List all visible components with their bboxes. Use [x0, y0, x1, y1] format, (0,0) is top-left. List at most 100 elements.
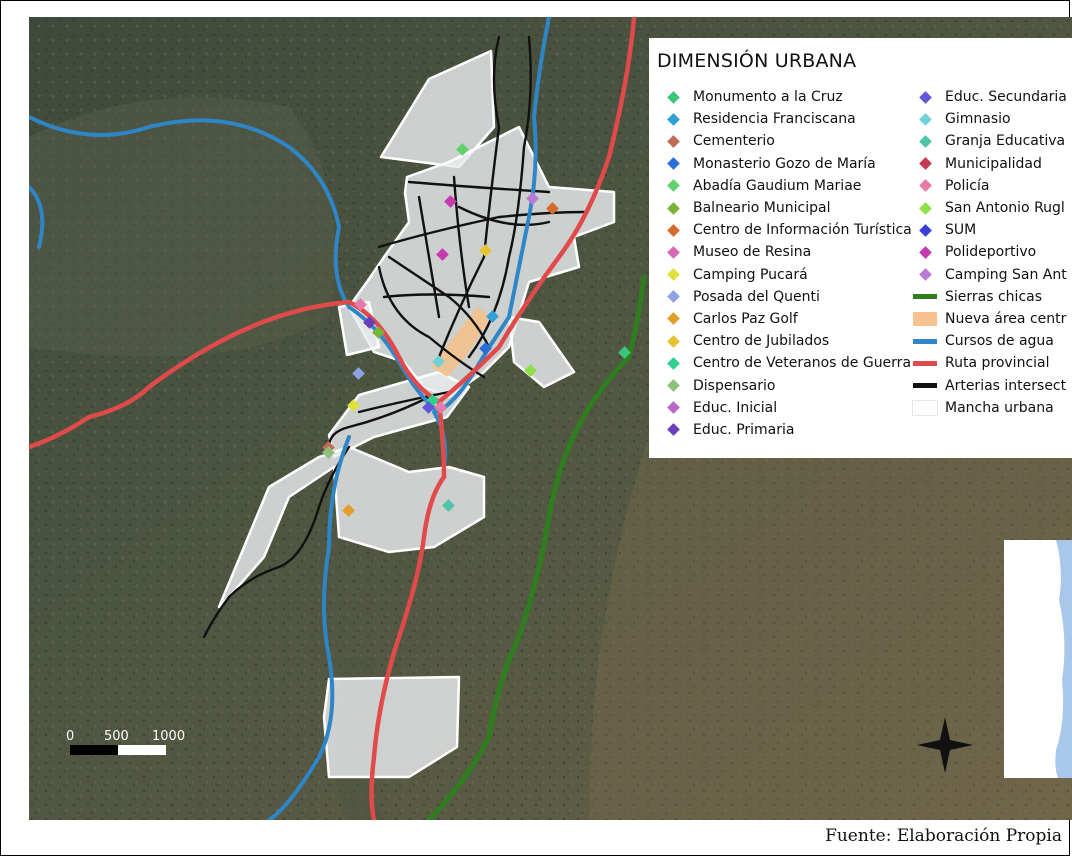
diamond-marker-icon	[659, 334, 687, 348]
legend-item-educ-primaria: Educ. Primaria	[659, 419, 912, 441]
diamond-marker-icon	[659, 401, 687, 415]
legend-item-label: SUM	[945, 222, 977, 239]
legend-item-label: Educ. Secundaria	[945, 89, 1067, 106]
diamond-marker-icon	[911, 134, 939, 148]
poi-polideportivo-2[interactable]	[436, 248, 449, 261]
legend-item-posada-del-quenti: Posada del Quenti	[659, 286, 912, 308]
diamond-marker-icon	[659, 356, 687, 370]
poi-posada[interactable]	[352, 367, 365, 380]
legend-item-label: Monasterio Gozo de María	[693, 155, 876, 172]
poi-educ-secundaria[interactable]	[422, 401, 435, 414]
legend-item-label: Residencia Franciscana	[693, 111, 856, 128]
legend-item-polideportivo: Polideportivo	[911, 241, 1067, 263]
legend-item-balneario-municipal: Balneario Municipal	[659, 197, 912, 219]
legend-item-educ-secundaria: Educ. Secundaria	[911, 86, 1067, 108]
poi-residencia[interactable]	[486, 310, 499, 323]
legend-title: DIMENSIÓN URBANA	[657, 50, 857, 72]
legend-item-label: Museo de Resina	[693, 244, 812, 261]
legend-item-san-antonio-rugl: San Antonio Rugl	[911, 197, 1067, 219]
legend-item-municipalidad: Municipalidad	[911, 153, 1067, 175]
line-swatch-icon	[911, 356, 939, 370]
legend-item-label: Polideportivo	[945, 244, 1037, 261]
legend-item-label: Mancha urbana	[945, 399, 1054, 416]
legend-item-centro-de-informacion-turistica: Centro de Información Turística	[659, 219, 912, 241]
poi-camping-pucara[interactable]	[347, 399, 360, 412]
legend-item-label: Gimnasio	[945, 111, 1011, 128]
diamond-marker-icon	[659, 179, 687, 193]
diamond-marker-icon	[659, 134, 687, 148]
legend-item-label: Policía	[945, 177, 990, 194]
legend-item-gimnasio: Gimnasio	[911, 108, 1067, 130]
legend-item-label: San Antonio Rugl	[945, 200, 1065, 217]
legend-item-label: Centro de Veteranos de Guerra	[693, 355, 912, 372]
poi-policia[interactable]	[354, 298, 367, 311]
legend-item-label: Centro de Información Turística	[693, 222, 912, 239]
legend-item-label: Cementerio	[693, 133, 775, 150]
poi-gimnasio[interactable]	[432, 355, 445, 368]
diamond-marker-icon	[911, 268, 939, 282]
legend-item-sierras-chicas: Sierras chicas	[911, 286, 1067, 308]
legend-item-label: Granja Educativa	[945, 133, 1066, 150]
poi-educ-primaria[interactable]	[363, 316, 376, 329]
legend-item-label: Centro de Jubilados	[693, 333, 830, 350]
scale-label-0: 0	[66, 729, 75, 744]
diamond-marker-icon	[911, 157, 939, 171]
legend-item-granja-educativa: Granja Educativa	[911, 130, 1067, 152]
diamond-marker-icon	[659, 223, 687, 237]
legend-item-label: Camping Pucará	[693, 266, 808, 283]
poi-jubilados[interactable]	[479, 244, 492, 257]
legend-item-cementerio: Cementerio	[659, 130, 912, 152]
legend-item-centro-de-jubilados: Centro de Jubilados	[659, 330, 912, 352]
legend-item-arterias-intersect: Arterias intersect	[911, 374, 1067, 396]
legend-item-mancha-urbana: Mancha urbana	[911, 397, 1067, 419]
legend-item-dispensario: Dispensario	[659, 374, 912, 396]
legend-item-camping-san-ant: Camping San Ant	[911, 264, 1067, 286]
diamond-marker-icon	[659, 90, 687, 104]
provincial-roads	[29, 17, 637, 820]
poi-policia-2[interactable]	[434, 401, 447, 414]
legend-item-label: Sierras chicas	[945, 288, 1043, 305]
poi-balneario[interactable]	[372, 326, 385, 339]
legend-item-label: Balneario Municipal	[693, 200, 831, 217]
diamond-marker-icon	[659, 245, 687, 259]
area-swatch-icon	[911, 399, 939, 416]
north-arrow-icon	[917, 717, 973, 773]
legend-item-label: Abadía Gaudium Mariae	[693, 177, 862, 194]
poi-granja[interactable]	[442, 499, 455, 512]
legend-item-label: Educ. Inicial	[693, 399, 778, 416]
diamond-marker-icon	[659, 290, 687, 304]
line-swatch-icon	[911, 379, 939, 393]
poi-monasterio[interactable]	[479, 342, 492, 355]
hills-west	[29, 97, 334, 357]
scale-label-500: 500	[104, 729, 129, 744]
mountains-east	[589, 419, 1072, 820]
source-caption: Fuente: Elaboración Propia	[825, 826, 1062, 846]
legend-item-educ-inicial: Educ. Inicial	[659, 397, 912, 419]
poi-dispensario[interactable]	[322, 446, 335, 459]
inset-svg	[1055, 540, 1072, 778]
inset-region-shape	[1055, 540, 1072, 778]
legend-item-monumento-a-la-cruz: Monumento a la Cruz	[659, 86, 912, 108]
diamond-marker-icon	[659, 379, 687, 393]
sierras-chicas-line	[426, 274, 647, 820]
legend-item-label: Ruta provincial	[945, 355, 1050, 372]
legend-item-abadia-gaudium-mariae: Abadía Gaudium Mariae	[659, 175, 912, 197]
legend-item-label: Carlos Paz Golf	[693, 310, 798, 327]
diamond-marker-icon	[659, 268, 687, 282]
arterial-roads	[202, 35, 586, 639]
poi-abadia[interactable]	[456, 143, 469, 156]
poi-polideportivo[interactable]	[444, 195, 457, 208]
diamond-marker-icon	[659, 157, 687, 171]
diamond-marker-icon	[659, 312, 687, 326]
legend-item-sum: SUM	[911, 219, 1067, 241]
diamond-marker-icon	[911, 90, 939, 104]
legend-item-label: Dispensario	[693, 377, 776, 394]
diamond-marker-icon	[659, 423, 687, 437]
legend-item-label: Cursos de agua	[945, 333, 1054, 350]
legend-item-nueva-area-centr: Nueva área centr	[911, 308, 1067, 330]
legend-item-label: Posada del Quenti	[693, 288, 820, 305]
legend-item-residencia-franciscana: Residencia Franciscana	[659, 108, 912, 130]
